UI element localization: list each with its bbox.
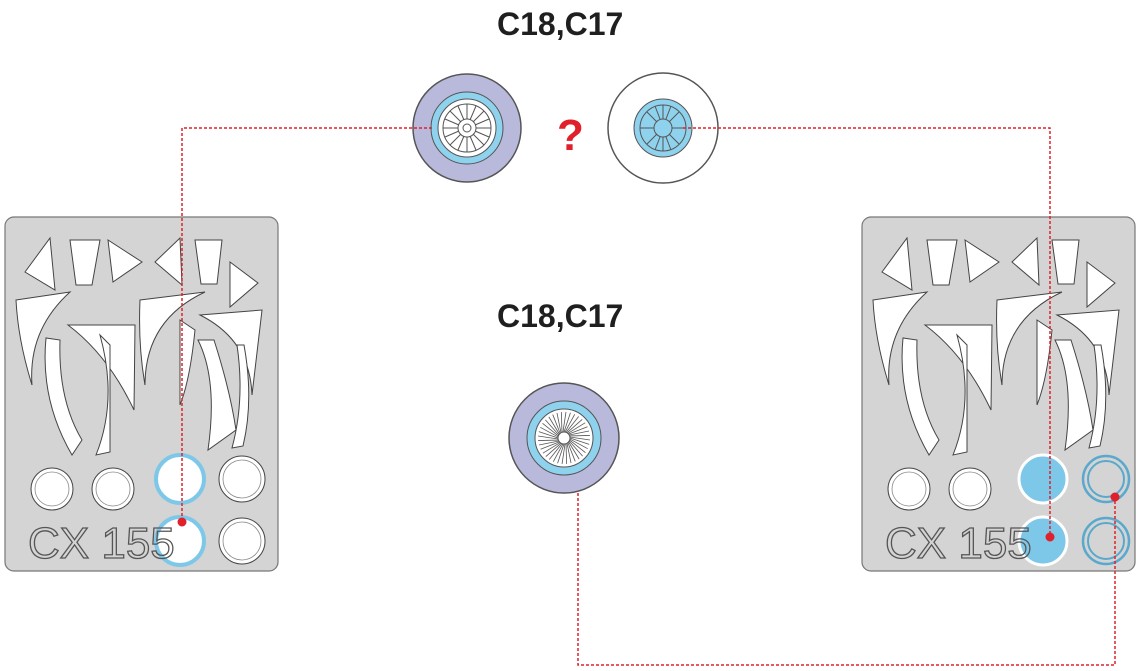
leader-dot-right-turbine — [1110, 492, 1120, 502]
leader-line-turbine — [577, 493, 1116, 666]
leader-line-hub — [683, 127, 1051, 537]
wheel-mask-turbine-icon — [508, 382, 620, 494]
leader-dot-left — [177, 517, 187, 527]
leader-lines — [181, 127, 1116, 666]
wheel-mask-spoked-icon — [412, 73, 522, 183]
leader-line-spoked — [181, 127, 432, 520]
wheel-mask-hub-icon — [607, 72, 719, 184]
fret-code-left: CX 155 — [28, 519, 175, 568]
question-mark-icon: ? — [557, 111, 584, 160]
mask-fret-right: CX 155 — [861, 216, 1136, 572]
leader-dot-right-hub — [1045, 532, 1055, 542]
fret-code-right: CX 155 — [885, 519, 1032, 568]
wheel-group-label-top: C18,C17 — [497, 6, 624, 42]
mask-fret-left: CX 155 — [4, 216, 279, 572]
wheel-group-label-middle: C18,C17 — [497, 298, 624, 334]
